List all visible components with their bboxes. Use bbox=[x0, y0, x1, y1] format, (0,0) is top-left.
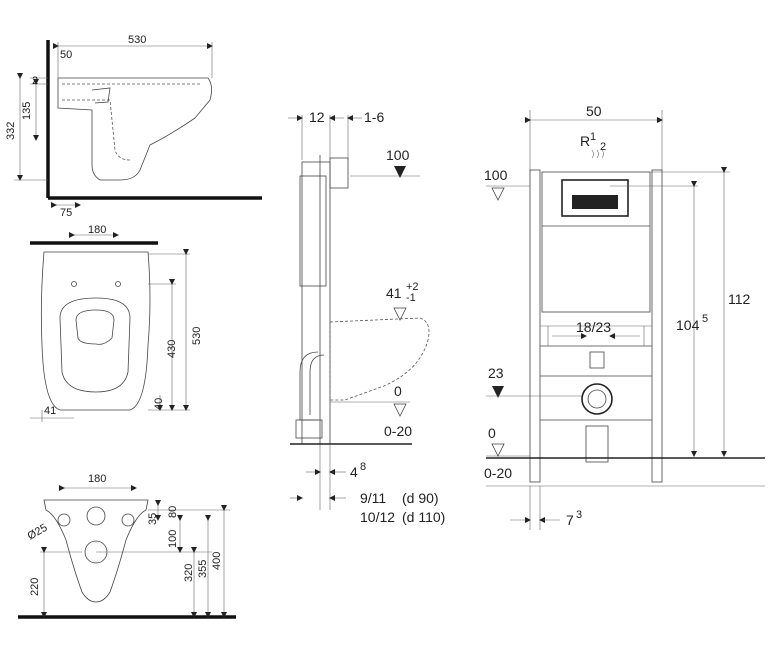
dim-135: 135 bbox=[21, 102, 33, 120]
pipe-inlet-left bbox=[57, 513, 71, 527]
pipe-inlet-right bbox=[121, 513, 135, 527]
level-marker-ff-0 bbox=[491, 443, 505, 457]
frame-right-upright bbox=[651, 169, 663, 483]
flush-inlet bbox=[86, 506, 106, 526]
dim-front-35: 35 bbox=[147, 513, 159, 525]
fixing-hole-right bbox=[115, 281, 121, 287]
dim-front-320: 320 bbox=[183, 564, 195, 582]
dim-top-530: 530 bbox=[191, 327, 203, 345]
cistern-body bbox=[299, 175, 327, 287]
dim-top-430: 430 bbox=[166, 340, 178, 358]
side-view: 530 50 2 135 332 75 bbox=[5, 34, 262, 219]
dim-frame-1-6: 1-6 bbox=[364, 109, 384, 125]
dim-frame-0-20: 0-20 bbox=[384, 423, 412, 439]
dim-frame-100: 100 bbox=[386, 147, 410, 163]
frame-left-upright bbox=[529, 169, 541, 483]
flush-pipe bbox=[589, 351, 605, 369]
level-marker-ff-100 bbox=[491, 187, 505, 201]
dim-front-80: 80 bbox=[167, 506, 179, 518]
dim-frame-0: 0 bbox=[394, 383, 402, 399]
level-marker-0 bbox=[393, 403, 407, 417]
dim-frame-9-11: 9/11 bbox=[360, 490, 386, 506]
dim-top-180: 180 bbox=[88, 224, 106, 236]
dim-front-355: 355 bbox=[197, 560, 209, 578]
dim-frame-41: 41 bbox=[386, 285, 402, 301]
dim-ff-104: 104 bbox=[676, 317, 700, 333]
dim-ff-7-sup: 3 bbox=[576, 509, 582, 521]
dim-ff-23: 23 bbox=[488, 365, 504, 381]
bowl-outline bbox=[57, 77, 212, 181]
dim-frame-4-sup: 8 bbox=[360, 461, 366, 473]
dim-2: 2 bbox=[32, 75, 38, 87]
dim-ff-112: 112 bbox=[728, 291, 751, 307]
dim-frame-d90: (d 90) bbox=[402, 490, 439, 506]
bowl-front-outline bbox=[43, 499, 149, 603]
bowl-opening bbox=[75, 309, 115, 345]
dim-top-41: 41 bbox=[44, 405, 56, 417]
dim-ff-100: 100 bbox=[484, 167, 508, 183]
dim-front-220: 220 bbox=[29, 578, 41, 596]
dim-530: 530 bbox=[128, 34, 146, 46]
dim-frame-d110: (d 110) bbox=[402, 509, 445, 525]
actuator-plate bbox=[561, 179, 629, 217]
dim-332: 332 bbox=[5, 122, 17, 140]
dim-ff-7: 7 bbox=[566, 512, 574, 528]
dim-frame-4: 4 bbox=[350, 464, 358, 480]
dim-frame-41-sub: -1 bbox=[406, 292, 416, 304]
dim-frame-10-12: 10/12 bbox=[360, 509, 395, 525]
dim-frame-41-sup: +2 bbox=[406, 281, 419, 293]
water-supply-symbol bbox=[591, 149, 604, 159]
front-view: 180 Ø25 35 80 100 320 355 400 220 bbox=[18, 473, 236, 619]
bowl-top-outline bbox=[40, 251, 151, 411]
top-view: 180 530 430 40 41 bbox=[30, 224, 203, 422]
dim-ff-18-23: 18/23 bbox=[576, 319, 611, 335]
drain-connection bbox=[581, 383, 613, 415]
cistern-front bbox=[541, 171, 651, 313]
dim-ff-r: R bbox=[580, 133, 590, 149]
frame-side-view: 12 1-6 100 41 +2 -1 0 0-20 4 8 bbox=[288, 109, 445, 525]
actuator-buttons bbox=[572, 195, 618, 209]
actuator-box bbox=[329, 157, 349, 189]
dim-ff-0-20: 0-20 bbox=[484, 465, 512, 481]
dim-d25: Ø25 bbox=[26, 522, 50, 543]
dim-ff-r-sup: 1 bbox=[590, 131, 596, 143]
dim-front-100: 100 bbox=[167, 530, 179, 548]
dim-ff-0: 0 bbox=[488, 425, 496, 441]
bowl-dashed bbox=[329, 317, 430, 401]
drain-pipe-front bbox=[585, 425, 609, 463]
dim-top-40: 40 bbox=[153, 398, 165, 410]
bowl-hidden-lines bbox=[62, 83, 200, 161]
level-marker-ff-23 bbox=[492, 386, 504, 398]
dim-75: 75 bbox=[60, 207, 72, 219]
drain-outlet bbox=[295, 419, 323, 439]
frame-front-view: 50 R 1 2 100 18/23 23 0 bbox=[484, 103, 765, 530]
dim-front-400: 400 bbox=[211, 552, 223, 570]
dim-front-180: 180 bbox=[88, 473, 106, 485]
dim-ff-r-sub: 2 bbox=[600, 141, 606, 153]
seat-outline bbox=[59, 297, 131, 393]
dim-50: 50 bbox=[60, 49, 72, 61]
drain-pipe bbox=[299, 351, 319, 421]
fixing-hole-left bbox=[71, 281, 77, 287]
bowl-seat-detail bbox=[91, 87, 111, 104]
level-marker-100 bbox=[394, 166, 406, 178]
dim-ff-104-sup: 5 bbox=[702, 313, 708, 325]
level-marker-41 bbox=[393, 307, 407, 321]
dim-frame-12: 12 bbox=[309, 109, 325, 125]
dim-ff-50: 50 bbox=[586, 103, 602, 119]
